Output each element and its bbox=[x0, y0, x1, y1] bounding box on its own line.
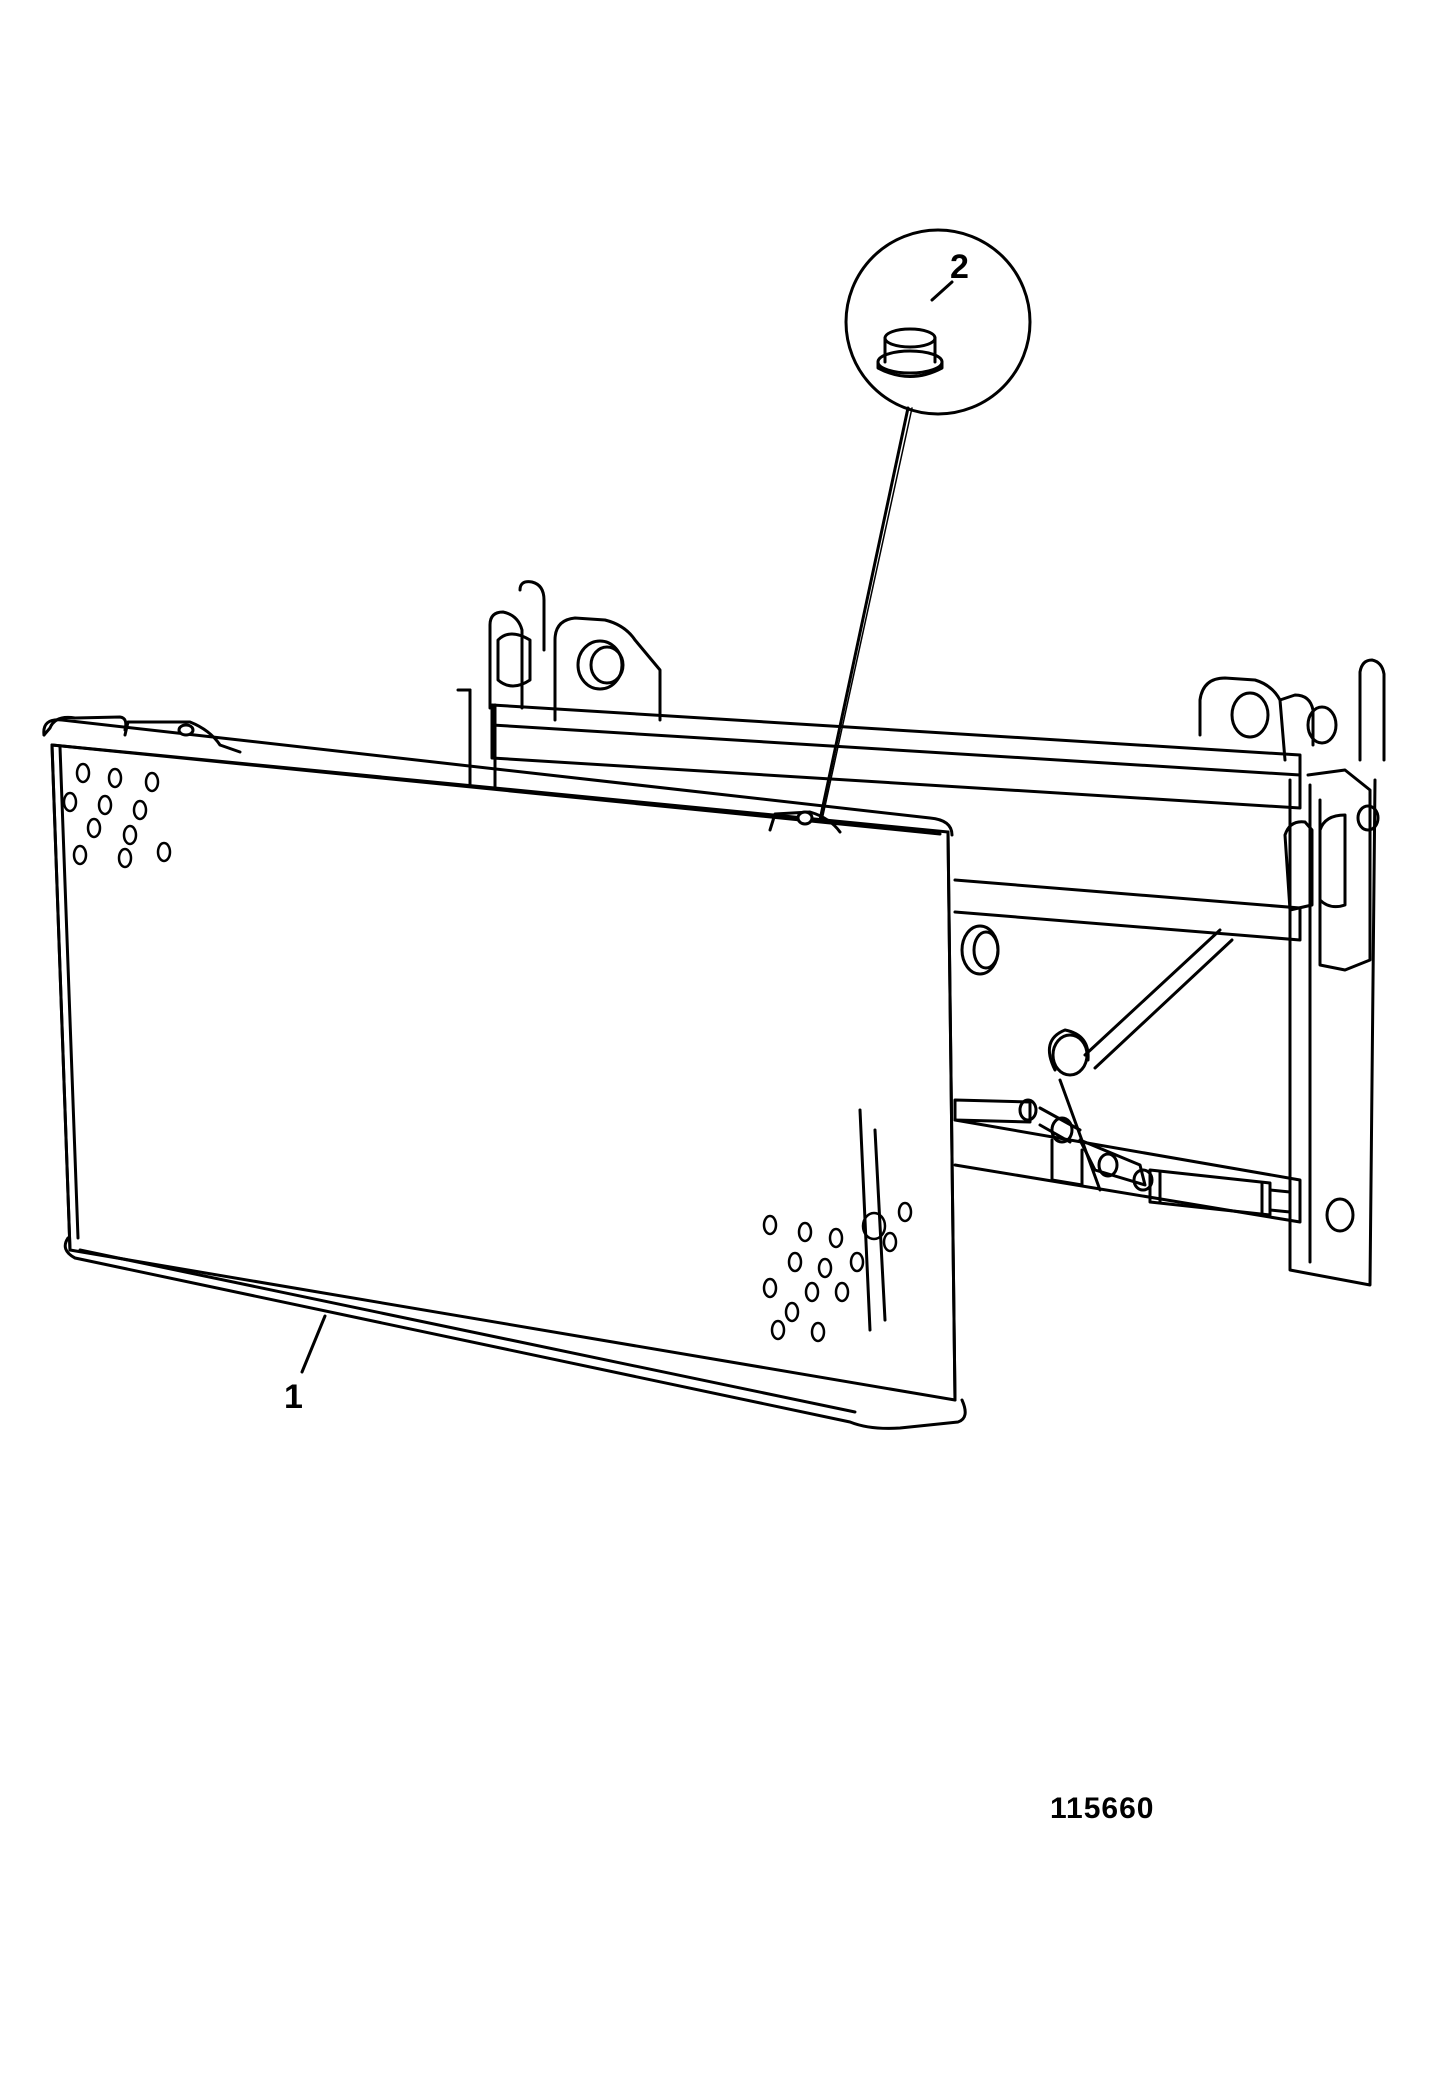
right-hook-lever bbox=[1358, 658, 1386, 762]
hydraulic-cylinder bbox=[1148, 1168, 1272, 1217]
counterweight-plate bbox=[42, 715, 967, 1430]
leader-line-2 bbox=[818, 406, 910, 822]
lifting-holes-top bbox=[62, 762, 172, 869]
cap-part bbox=[876, 327, 944, 378]
hydraulic-rod bbox=[953, 1098, 1032, 1124]
figure-number: 115660 bbox=[1050, 1792, 1155, 1825]
quick-hitch-frame bbox=[456, 580, 1386, 1287]
left-hook-bracket bbox=[488, 610, 524, 710]
lifting-holes-bottom bbox=[762, 1201, 913, 1343]
callout-label-1: 1 bbox=[284, 1378, 303, 1416]
detail-circle bbox=[844, 228, 1032, 416]
callout-label-2: 2 bbox=[950, 248, 969, 286]
leader-line-1 bbox=[300, 1314, 327, 1374]
